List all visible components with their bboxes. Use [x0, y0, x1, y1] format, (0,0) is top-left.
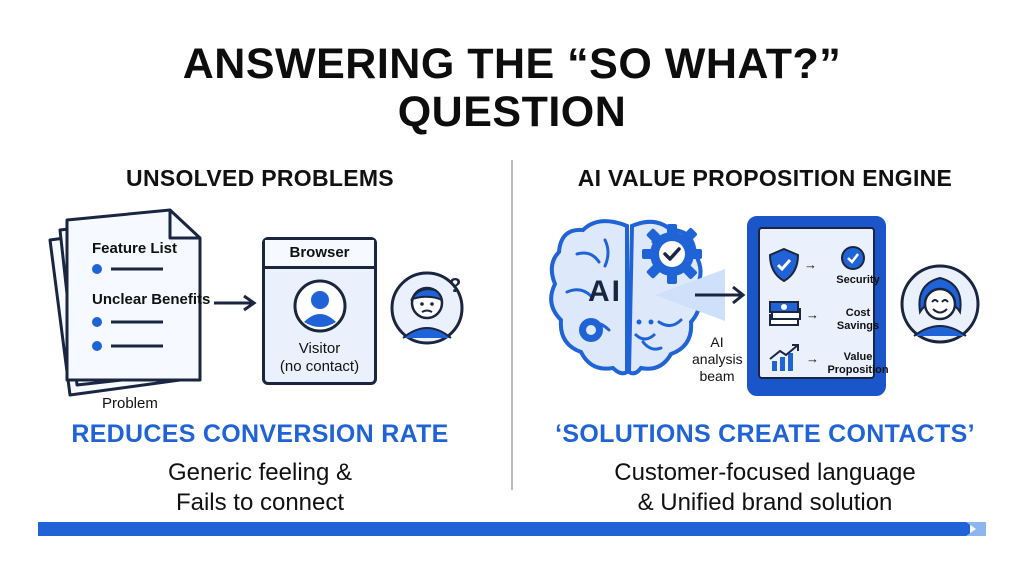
arrow-icon: →	[804, 257, 817, 272]
beam-label: AI analysis beam	[692, 334, 743, 385]
doc-item-feature-list: Feature List	[92, 240, 178, 257]
confused-person-icon: ?	[389, 266, 473, 355]
document-stack-icon	[45, 205, 215, 405]
check-circle-icon	[840, 245, 866, 276]
footer-bar	[38, 522, 986, 536]
browser-title-bar: Browser	[265, 240, 374, 269]
center-divider	[511, 160, 513, 490]
left-description-line1: Generic feeling &	[167, 459, 353, 486]
right-result-heading: ‘SOLUTIONS CREATE CONTACTS’	[555, 420, 975, 448]
tablet-cost-label-line2: Savings	[836, 320, 880, 332]
page-title-line1: ANSWERING THE “SO WHAT?”	[182, 40, 842, 88]
shield-icon	[768, 247, 800, 288]
left-heading: UNSOLVED PROBLEMS	[126, 165, 394, 191]
right-description-line2: & Unified brand solution	[637, 489, 893, 516]
page-title-line2: QUESTION	[397, 88, 627, 136]
visitor-label: Visitor	[298, 340, 341, 357]
tablet-value-label-line1: Value	[843, 351, 873, 363]
analysis-beam	[655, 265, 750, 330]
gear-check-icon	[640, 222, 704, 291]
tablet-security-label: Security	[836, 274, 880, 286]
visitor-sublabel: (no contact)	[279, 358, 360, 375]
tablet-screen: → Security → Cost Savings	[758, 227, 889, 379]
right-description-line1: Customer-focused language	[614, 459, 916, 486]
doc-item-unclear-benefits: Unclear Benefits	[92, 291, 211, 308]
tablet-device: → Security → Cost Savings	[747, 216, 889, 396]
left-description-line2: Fails to connect	[175, 489, 345, 516]
arrow-icon: →	[806, 351, 819, 366]
beam-label-line1: AI	[710, 334, 724, 350]
money-stack-icon	[768, 299, 802, 334]
beam-label-line3: beam	[699, 368, 735, 384]
visitor-avatar-icon	[292, 278, 348, 339]
arrow-icon: →	[806, 307, 819, 322]
doc-caption: Problem	[102, 395, 158, 412]
brain-ai-label: AI	[588, 275, 622, 308]
tablet-value-label-line2: Proposition	[827, 364, 889, 376]
right-heading: AI VALUE PROPOSITION ENGINE	[577, 165, 953, 191]
tablet-cost-label-line1: Cost	[845, 307, 871, 319]
svg-text:?: ?	[449, 275, 461, 297]
beam-label-line2: analysis	[692, 351, 743, 367]
left-result-heading: REDUCES CONVERSION RATE	[71, 420, 449, 448]
happy-person-icon	[898, 262, 984, 353]
growth-chart-icon	[768, 343, 802, 378]
browser-window: Browser Visitor (no contact)	[262, 237, 377, 385]
arrow-right-icon	[212, 293, 260, 318]
